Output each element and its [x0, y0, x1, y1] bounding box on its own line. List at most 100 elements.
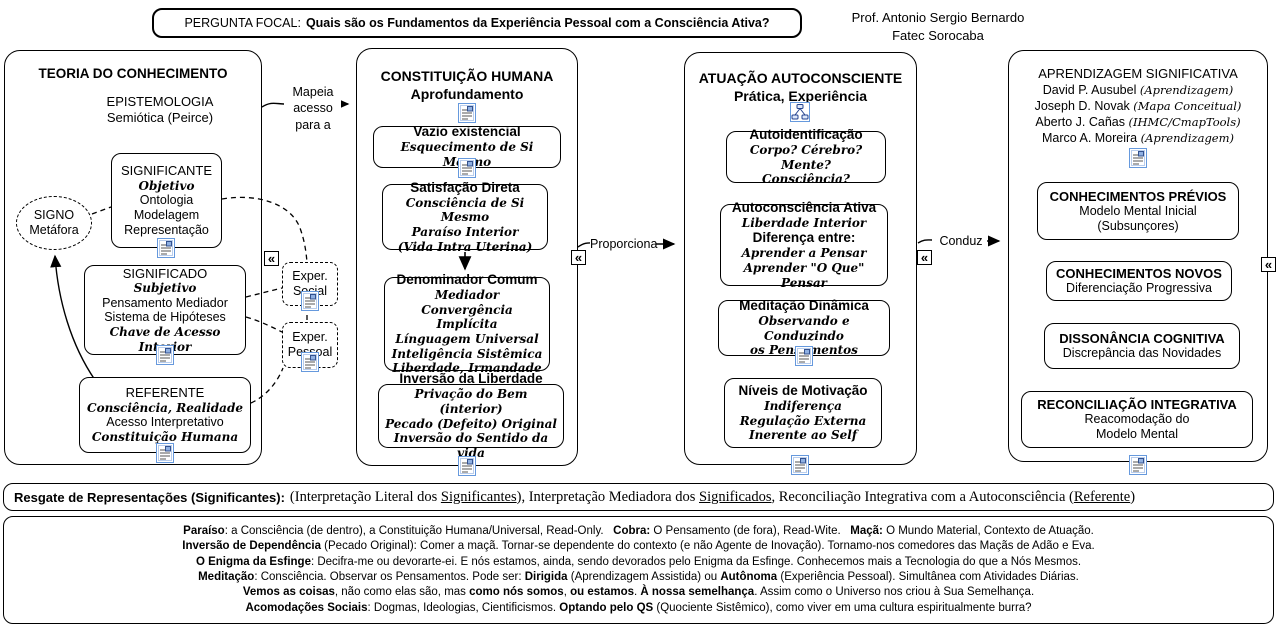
node-title: SIGNIFICANTE: [120, 163, 212, 179]
node-signo[interactable]: SIGNO Metáfora: [16, 196, 92, 250]
node-reconciliacao[interactable]: RECONCILIAÇÃO INTEGRATIVA Reacomodação d…: [1021, 391, 1253, 448]
node-script: Subjetivo: [133, 280, 197, 295]
node-significante[interactable]: SIGNIFICANTE Objetivo Ontologia Modelage…: [111, 153, 222, 248]
author-name: Marco A. Moreira: [1041, 131, 1138, 145]
node-satisfacao[interactable]: Satisfação Direta Consciência de Si Mesm…: [382, 180, 548, 254]
credit-line-1: Prof. Antonio Sergio Bernardo: [851, 10, 1025, 25]
node-title: Inversão da Liberdade: [399, 371, 543, 387]
col3-subtitle: Prática, Experiência: [733, 87, 868, 104]
resource-icon[interactable]: [301, 352, 319, 372]
node-significado[interactable]: SIGNIFICADO Subjetivo Pensamento Mediado…: [84, 265, 246, 355]
glossary-segment: ,: [563, 586, 571, 599]
glossary-line: Inversão de Dependência (Pecado Original…: [14, 539, 1263, 554]
glossary-term: À nossa semelhança: [640, 586, 755, 599]
node-script: Indiferença Regulação Externa Inerente a…: [739, 399, 867, 443]
glossary-term: Meditação: [198, 571, 255, 583]
glossary-term: ou estamos: [570, 586, 635, 599]
node-script: Consciência de Si Mesmo Paraíso Interior…: [397, 195, 533, 254]
author-name: David P. Ausubel: [1042, 83, 1137, 97]
glossary-term: como nós somos: [469, 586, 564, 599]
resource-icon[interactable]: [157, 238, 175, 258]
resgate-segment: ): [1130, 488, 1136, 505]
node-autoconsciencia[interactable]: Autoconsciência Ativa Liberdade Interior…: [720, 200, 888, 290]
collapse-chevron-icon[interactable]: «: [264, 251, 279, 266]
node-script: Aprender a Pensar Aprender "O Que" Pensa…: [741, 246, 867, 290]
focal-label: PERGUNTA FOCAL:: [184, 16, 301, 30]
resgate-label: Resgate de Representações (Significantes…: [14, 489, 285, 505]
glossary-segment: O Pensamento (de fora), Read-Wite.: [650, 524, 851, 537]
node-subtitle: Diferença entre:: [752, 230, 856, 246]
node-script: Consciência, Realidade: [87, 400, 243, 415]
resource-icon[interactable]: [795, 346, 813, 366]
glossary-segment: : Decifra-me ou devorarte-ei. E nós esta…: [310, 555, 1082, 568]
collapse-chevron-icon[interactable]: «: [1261, 257, 1276, 272]
node-title: Autoconsciência Ativa: [731, 199, 877, 215]
link-label-conduz[interactable]: Conduz: [936, 233, 986, 250]
node-autoidentificacao[interactable]: Autoidentificação Corpo? Cérebro? Mente?…: [726, 127, 886, 186]
node-novos[interactable]: CONHECIMENTOS NOVOS Diferenciação Progre…: [1046, 261, 1232, 301]
resgate-underlined-term: Significantes: [440, 488, 517, 505]
resgate-box[interactable]: Resgate de Representações (Significantes…: [3, 483, 1274, 511]
node-label: SIGNO Metáfora: [29, 208, 79, 237]
author-line: Marco A. Moreira (Aprendizagem): [1008, 131, 1268, 145]
cmap-icon[interactable]: [790, 102, 810, 122]
focal-question-box[interactable]: PERGUNTA FOCAL: Quais são os Fundamentos…: [152, 8, 802, 38]
col1-title: TEORIA DO CONHECIMENTO: [38, 66, 228, 81]
node-dissonancia[interactable]: DISSONÂNCIA COGNITIVA Discrepância das N…: [1044, 323, 1240, 369]
glossary-segment: : Consciência. Observar os Pensamentos. …: [254, 571, 525, 583]
node-inversao[interactable]: Inversão da Liberdade Privação do Bem (i…: [378, 371, 564, 460]
node-script: Mediador Convergência Implícita Línguage…: [391, 288, 543, 376]
focal-question: Quais são os Fundamentos da Experiência …: [305, 16, 770, 30]
node-script: Liberdade Interior: [741, 215, 867, 230]
col2-title: CONSTITUIÇÃO HUMANA: [380, 68, 554, 84]
resgate-segment: (Interpretação Literal dos: [289, 488, 441, 505]
node-script: Objetivo: [138, 178, 195, 193]
resource-icon[interactable]: [458, 158, 476, 178]
glossary-segment: . Assim como o Universo nos criou à Sua …: [754, 586, 1035, 599]
node-title: Denominador Comum: [396, 272, 538, 288]
glossary-term: Maçã:: [850, 524, 883, 537]
node-body: Acesso Interpretativo: [106, 415, 224, 430]
node-referente[interactable]: REFERENTE Consciência, Realidade Acesso …: [79, 377, 251, 453]
node-title: Autoidentificação: [749, 127, 863, 143]
resource-icon[interactable]: [156, 345, 174, 365]
node-body: Ontologia Modelagem Representação: [124, 193, 209, 237]
glossary-line: Acomodações Sociais: Dogmas, Ideologias,…: [14, 601, 1263, 616]
glossary-term: Vemos as coisas: [242, 586, 335, 599]
node-niveis[interactable]: Níveis de Motivação Indiferença Regulaçã…: [724, 378, 882, 448]
resource-icon[interactable]: [1129, 455, 1147, 475]
glossary-box[interactable]: Paraíso: a Consciência (de dentro), a Co…: [3, 516, 1274, 624]
resource-icon[interactable]: [458, 103, 476, 123]
link-label-proporciona[interactable]: Proporciona: [590, 236, 658, 253]
resource-icon[interactable]: [1129, 148, 1147, 168]
col3-title: ATUAÇÃO AUTOCONSCIENTE: [698, 70, 903, 86]
resource-icon[interactable]: [301, 291, 319, 311]
node-denominador[interactable]: Denominador Comum Mediador Convergência …: [384, 272, 550, 375]
node-title: DISSONÂNCIA COGNITIVA: [1059, 330, 1225, 346]
glossary-line: O Enigma da Esfinge: Decifra-me ou devor…: [14, 555, 1263, 570]
resource-icon[interactable]: [156, 443, 174, 463]
node-previos[interactable]: CONHECIMENTOS PRÉVIOS Modelo Mental Inic…: [1037, 182, 1239, 240]
glossary-segment: (Experiência Pessoal). Simultânea com At…: [777, 571, 1079, 583]
node-title: Satisfação Direta: [410, 179, 520, 195]
node-title: Níveis de Motivação: [738, 383, 868, 399]
col4-title: APRENDIZAGEM SIGNIFICATIVA: [1038, 66, 1238, 81]
node-body: Diferenciação Progressiva: [1066, 281, 1212, 296]
glossary-term: Optando pelo QS: [559, 601, 654, 614]
resource-icon[interactable]: [458, 456, 476, 476]
glossary-segment: O Mundo Material, Contexto de Atuação.: [882, 524, 1094, 537]
glossary-segment: (Aprendizagem Assistida) ou: [567, 571, 721, 583]
collapse-chevron-icon[interactable]: «: [917, 250, 932, 265]
collapse-chevron-icon[interactable]: «: [571, 250, 586, 265]
resource-icon[interactable]: [791, 455, 809, 475]
author-note: (Aprendizagem): [1139, 83, 1234, 97]
node-body: Reacomodação do Modelo Mental: [1084, 412, 1190, 442]
author-name: Aberto J. Cañas: [1035, 115, 1126, 129]
link-label-mapeia[interactable]: Mapeia acesso para a: [285, 84, 341, 133]
node-script: Privação do Bem (interior) Pecado (Defei…: [385, 387, 557, 460]
author-note: (IHMC/CmapTools): [1128, 115, 1241, 129]
node-title: CONHECIMENTOS NOVOS: [1056, 265, 1222, 281]
glossary-segment: (Pecado Original): Comer a maçã. Tornar-…: [320, 540, 1095, 553]
node-meditacao[interactable]: Meditação Dinâmica Observando e Conduzin…: [718, 298, 890, 357]
